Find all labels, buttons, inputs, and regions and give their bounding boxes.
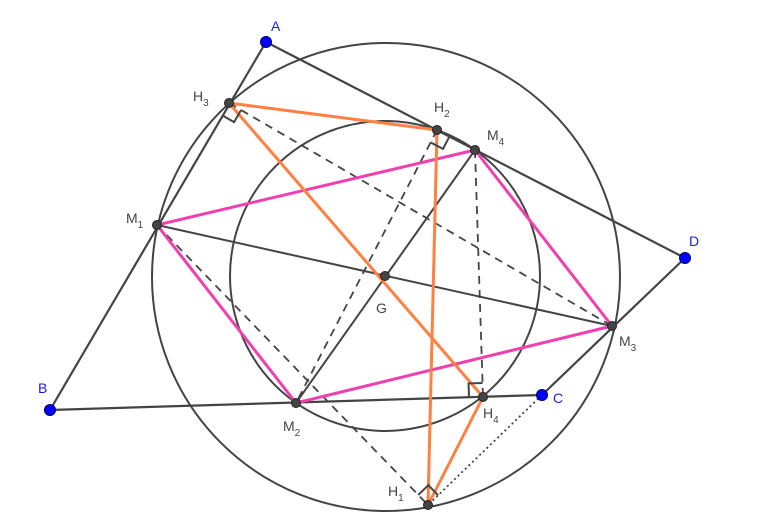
pink-M2-M1 <box>155 224 298 404</box>
orange-H2-H1 <box>426 129 439 506</box>
outer-circle <box>151 42 621 512</box>
point-H1[interactable] <box>423 500 433 510</box>
label-M2: M2 <box>283 418 301 439</box>
right-angle-H1 <box>417 483 439 496</box>
dashed-H3-M3 <box>228 102 613 327</box>
label-M4: M4 <box>487 127 505 148</box>
point-H3[interactable] <box>224 98 234 108</box>
label-M1: M1 <box>126 210 144 231</box>
inner-circle <box>229 120 541 432</box>
label-D: D <box>689 233 699 249</box>
dotted-C-H1 <box>427 394 543 506</box>
dashed-H2-M2 <box>295 129 438 404</box>
right-angle-H4 <box>467 382 483 398</box>
orange-H3-H2 <box>228 101 438 132</box>
label-H3: H3 <box>193 88 209 109</box>
point-A[interactable] <box>260 36 272 48</box>
pink-M4-M3 <box>473 149 614 327</box>
orange-H1-H4 <box>426 396 485 506</box>
point-B[interactable] <box>44 404 56 416</box>
label-H1: H1 <box>388 483 404 504</box>
label-M3: M3 <box>619 333 637 354</box>
orange-H4-H3 <box>227 102 485 398</box>
point-G[interactable] <box>380 271 390 281</box>
label-C: C <box>553 390 563 406</box>
point-M4[interactable] <box>470 145 480 155</box>
label-G: G <box>376 300 387 316</box>
point-D[interactable] <box>679 252 691 264</box>
label-H4: H4 <box>483 405 499 426</box>
label-H2: H2 <box>434 99 450 120</box>
point-C[interactable] <box>536 389 548 401</box>
circles <box>151 42 621 512</box>
point-M1[interactable] <box>152 220 162 230</box>
point-M3[interactable] <box>607 321 617 331</box>
label-A: A <box>271 18 281 34</box>
label-B: B <box>38 380 47 396</box>
pink-M1-M4 <box>156 148 476 227</box>
right-angle-H2 <box>430 135 451 151</box>
point-H4[interactable] <box>478 392 488 402</box>
dashed-M1-H1 <box>156 224 429 506</box>
point-H2[interactable] <box>432 125 442 135</box>
right-angle-H3 <box>221 109 242 124</box>
point-M2[interactable] <box>291 398 301 408</box>
